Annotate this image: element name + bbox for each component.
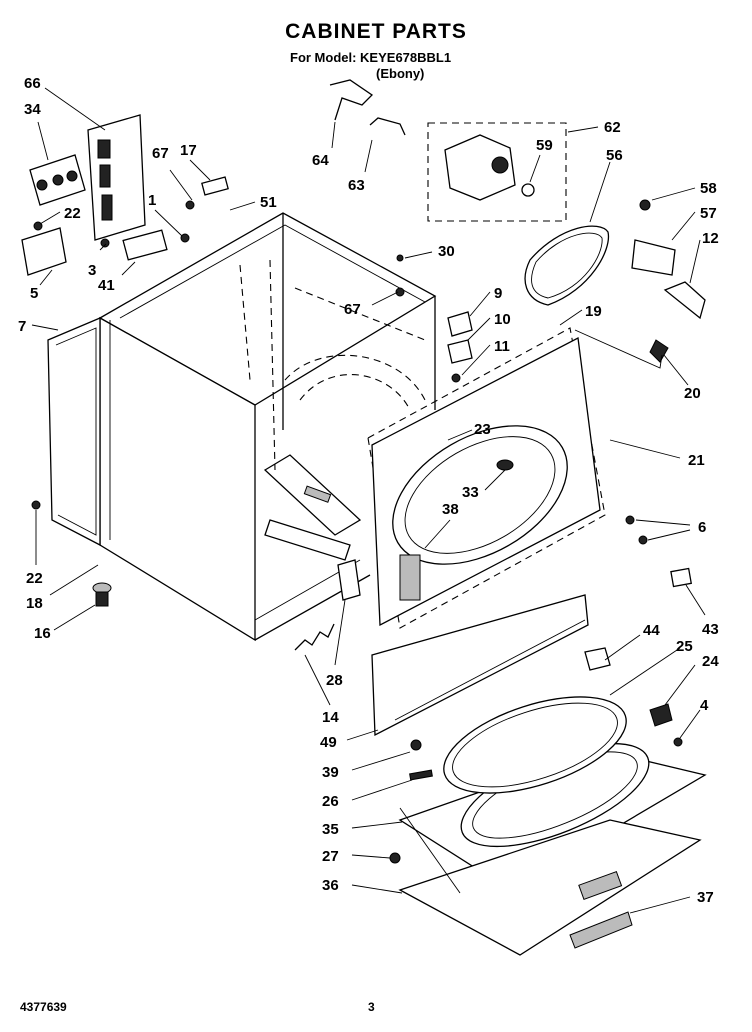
callout-30: 30 xyxy=(438,243,455,260)
callout-59: 59 xyxy=(536,137,553,154)
callout-14: 14 xyxy=(322,709,339,726)
callout-20: 20 xyxy=(684,385,701,402)
callout-24: 24 xyxy=(702,653,719,670)
callout-11: 11 xyxy=(494,338,510,355)
callout-16: 16 xyxy=(34,625,51,642)
callout-38: 38 xyxy=(442,501,459,518)
callout-39: 39 xyxy=(322,764,339,781)
callout-64: 64 xyxy=(312,152,329,169)
callout-22b: 22 xyxy=(26,570,43,587)
callout-9: 9 xyxy=(494,285,502,302)
leader-lines xyxy=(31,87,706,914)
callout-4: 4 xyxy=(700,697,709,714)
door-seal-part-25 xyxy=(443,696,627,794)
front-bulkhead-part-21 xyxy=(367,327,606,629)
callout-41: 41 xyxy=(98,277,115,294)
callout-36: 36 xyxy=(322,877,339,894)
callout-62: 62 xyxy=(604,119,621,136)
callout-49: 49 xyxy=(320,734,337,751)
callout-25: 25 xyxy=(676,638,693,655)
callout-37: 37 xyxy=(697,889,714,906)
callout-7: 7 xyxy=(18,318,26,335)
side-panel-part-7 xyxy=(47,317,101,547)
callout-56: 56 xyxy=(606,147,623,164)
toe-panel-part-49 xyxy=(371,594,589,737)
model-line: For Model: KEYE678BBL1 xyxy=(290,50,452,65)
callout-6: 6 xyxy=(698,519,706,536)
callout-19: 19 xyxy=(585,303,602,320)
callout-22: 22 xyxy=(64,205,81,222)
page-number: 3 xyxy=(368,1000,375,1014)
callout-27: 27 xyxy=(322,848,339,865)
callout-67b: 67 xyxy=(344,301,361,318)
callout-3: 3 xyxy=(88,262,96,279)
small-parts xyxy=(21,79,706,949)
callout-57: 57 xyxy=(700,205,717,222)
document-number: 4377639 xyxy=(20,1000,67,1014)
callout-12: 12 xyxy=(702,230,719,247)
callout-labels: 66 34 22 3 41 5 67 17 1 51 64 63 62 59 5… xyxy=(18,75,719,906)
callout-34: 34 xyxy=(24,101,41,118)
cabinet-body xyxy=(61,212,437,642)
callout-23: 23 xyxy=(474,421,491,438)
page-title: CABINET PARTS xyxy=(285,20,467,43)
callout-63: 63 xyxy=(348,177,365,194)
callout-58: 58 xyxy=(700,180,717,197)
callout-28: 28 xyxy=(326,672,343,689)
callout-1: 1 xyxy=(148,192,156,209)
callout-10: 10 xyxy=(494,311,511,328)
color-line: (Ebony) xyxy=(376,66,425,81)
top-panel-part-36 xyxy=(398,819,702,956)
callout-44: 44 xyxy=(643,622,660,639)
callout-21: 21 xyxy=(688,452,705,469)
callout-35: 35 xyxy=(322,821,339,838)
callout-18: 18 xyxy=(26,595,43,612)
callout-66: 66 xyxy=(24,75,41,92)
callout-43: 43 xyxy=(702,621,719,638)
callout-33: 33 xyxy=(462,484,479,501)
callout-17: 17 xyxy=(180,142,197,159)
callout-51: 51 xyxy=(260,194,277,211)
callout-67: 67 xyxy=(152,145,169,162)
callout-26: 26 xyxy=(322,793,339,810)
callout-5: 5 xyxy=(30,285,38,302)
